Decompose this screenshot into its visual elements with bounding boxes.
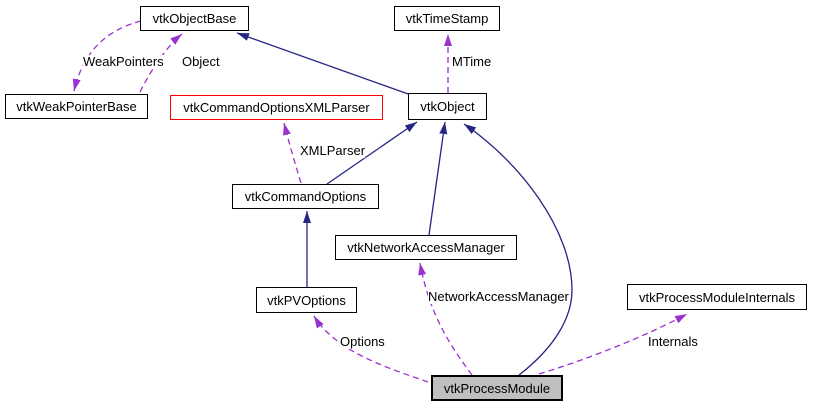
edge-label-weakpointers: WeakPointers	[83, 54, 164, 69]
node-vtkCommandOptions[interactable]: vtkCommandOptions	[232, 184, 379, 209]
node-vtkObject[interactable]: vtkObject	[408, 93, 487, 120]
node-vtkProcessModuleInternals[interactable]: vtkProcessModuleInternals	[627, 284, 807, 310]
edge-label-internals: Internals	[648, 334, 698, 349]
edge-label-networkaccessmanager: NetworkAccessManager	[428, 289, 569, 304]
edge-label-mtime: MTime	[452, 54, 492, 69]
node-vtkObjectBase[interactable]: vtkObjectBase	[140, 6, 249, 31]
edge-networkaccessmanager	[418, 262, 473, 376]
node-vtkPVOptions[interactable]: vtkPVOptions	[256, 287, 357, 313]
edge-internals	[538, 313, 688, 375]
node-vtkNetworkAccessManager[interactable]: vtkNetworkAccessManager	[335, 235, 517, 260]
edge-weakpointers	[72, 20, 142, 92]
node-vtkProcessModule: vtkProcessModule	[431, 375, 563, 401]
edge-vtkProcessModule-to-vtkObject	[463, 123, 573, 376]
edge-vtkCommandOptions-to-vtkObject	[326, 121, 418, 185]
edge-label-xmlparser: XMLParser	[300, 143, 366, 158]
edge-label-object: Object	[182, 54, 220, 69]
edge-vtkObject-to-vtkObjectBase	[236, 32, 412, 96]
node-vtkWeakPointerBase[interactable]: vtkWeakPointerBase	[5, 94, 148, 119]
edge-vtkNetworkAccessManager-to-vtkObject	[428, 121, 448, 236]
edge-object	[139, 33, 183, 93]
edge-options	[313, 315, 429, 383]
edge-label-options: Options	[340, 334, 385, 349]
node-vtkTimeStamp[interactable]: vtkTimeStamp	[394, 6, 500, 31]
edge-xmlparser	[283, 122, 302, 184]
node-vtkCommandOptionsXMLParser[interactable]: vtkCommandOptionsXMLParser	[170, 95, 383, 120]
